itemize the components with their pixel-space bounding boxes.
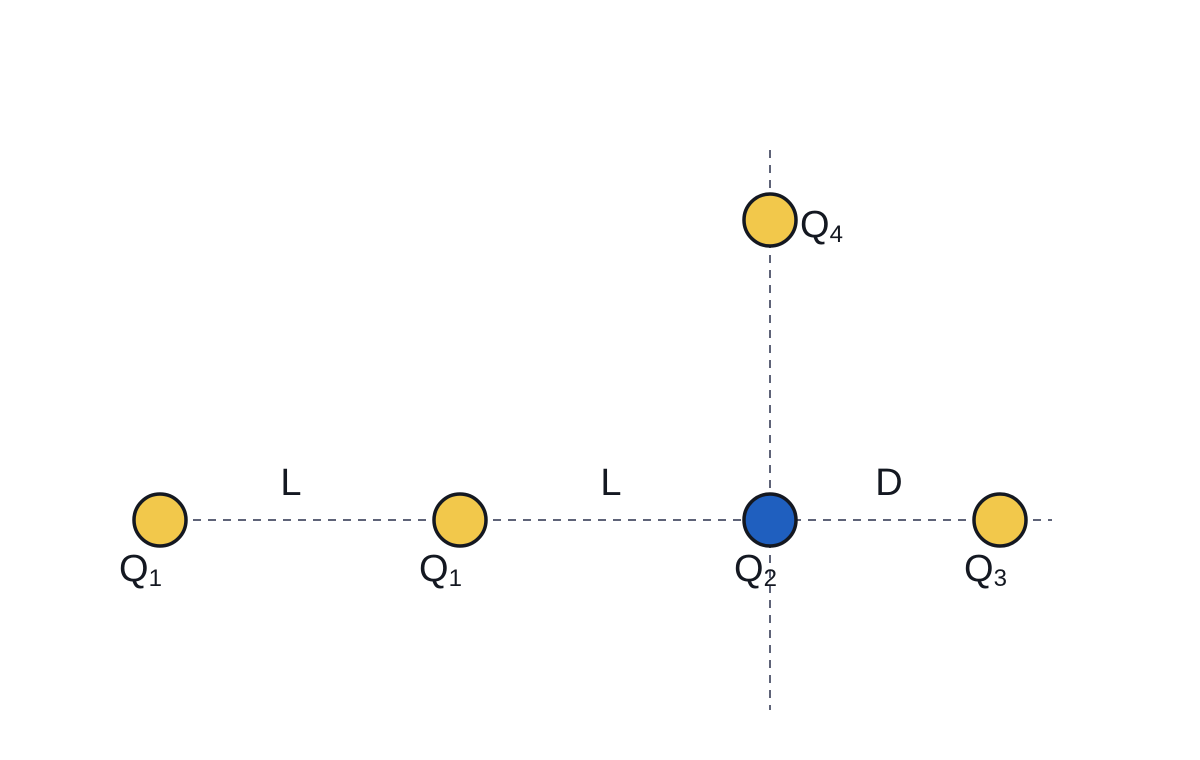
- charge-label-q4: Q4: [800, 204, 843, 248]
- distance-label-third: D: [875, 462, 902, 504]
- charge-q4: [742, 192, 798, 248]
- charge-q1-left: [132, 492, 188, 548]
- charge-label-q1-left: Q1: [119, 548, 162, 592]
- distance-label-second: L: [600, 462, 621, 504]
- charge-q3: [972, 492, 1028, 548]
- charge-label-q3: Q3: [964, 548, 1007, 592]
- distance-label-first: L: [280, 462, 301, 504]
- charge-q1-middle: [432, 492, 488, 548]
- charge-q2: [742, 492, 798, 548]
- charge-label-q1-middle: Q1: [419, 548, 462, 592]
- charge-label-q2: Q2: [734, 548, 777, 592]
